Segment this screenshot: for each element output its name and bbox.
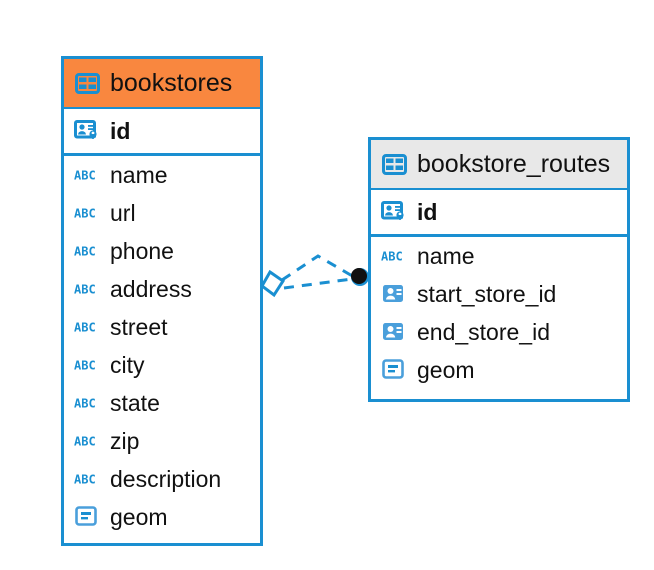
svg-text:ABC: ABC [74, 169, 96, 183]
field-label: geom [110, 503, 168, 530]
diamond-marker [260, 269, 286, 298]
field-label: geom [417, 356, 475, 383]
field-row-id[interactable]: id [371, 190, 627, 234]
target-marker-halo [351, 268, 369, 286]
field-row-description[interactable]: ABC description [64, 460, 260, 498]
field-row-zip[interactable]: ABC zip [64, 422, 260, 460]
geometry-icon [73, 505, 101, 529]
field-row-id[interactable]: id [64, 109, 260, 153]
field-row-city[interactable]: ABC city [64, 346, 260, 384]
primary-key-icon [73, 119, 101, 143]
field-row-name[interactable]: ABC name [64, 156, 260, 194]
field-row-address[interactable]: ABC address [64, 270, 260, 308]
field-row-state[interactable]: ABC state [64, 384, 260, 422]
field-label: address [110, 275, 192, 302]
header-rule [64, 107, 260, 109]
svg-text:ABC: ABC [74, 245, 96, 259]
text-abc-icon: ABC [380, 244, 408, 268]
field-row-geom[interactable]: geom [64, 498, 260, 536]
field-label: city [110, 351, 145, 378]
svg-text:ABC: ABC [74, 321, 96, 335]
primary-key-divider [371, 234, 627, 237]
field-label: phone [110, 237, 174, 264]
relationship-line-lower [283, 277, 353, 290]
relationship-line-upper [281, 254, 355, 282]
field-label: zip [110, 427, 140, 454]
svg-text:ABC: ABC [74, 207, 96, 221]
text-abc-icon: ABC [73, 277, 101, 301]
field-label: name [417, 242, 475, 269]
text-abc-icon: ABC [73, 315, 101, 339]
filled-circle-marker [351, 268, 367, 284]
entity-title: bookstores [110, 68, 233, 97]
header-rule [371, 188, 627, 190]
field-row-start-store-id[interactable]: start_store_id [371, 275, 627, 313]
foreign-key-icon [380, 320, 408, 344]
entity-header-bookstores[interactable]: bookstores [64, 59, 260, 107]
field-label: start_store_id [417, 280, 557, 307]
primary-key-divider [64, 153, 260, 156]
svg-text:ABC: ABC [74, 283, 96, 297]
svg-text:ABC: ABC [74, 397, 96, 411]
field-label: street [110, 313, 168, 340]
text-abc-icon: ABC [73, 467, 101, 491]
foreign-key-icon [380, 282, 408, 306]
text-abc-icon: ABC [73, 201, 101, 225]
field-row-end-store-id[interactable]: end_store_id [371, 313, 627, 351]
text-abc-icon: ABC [73, 353, 101, 377]
svg-text:ABC: ABC [74, 435, 96, 449]
primary-key-icon [380, 200, 408, 224]
field-label: id [417, 198, 438, 225]
entity-table-bookstore-routes[interactable]: bookstore_routes [368, 137, 630, 402]
field-label: url [110, 199, 136, 226]
text-abc-icon: ABC [73, 163, 101, 187]
field-label: id [110, 117, 131, 144]
field-list-bookstore-routes: id ABC name [371, 190, 627, 389]
field-row-name[interactable]: ABC name [371, 237, 627, 275]
field-row-street[interactable]: ABC street [64, 308, 260, 346]
field-label: state [110, 389, 160, 416]
table-icon [73, 71, 101, 95]
field-row-phone[interactable]: ABC phone [64, 232, 260, 270]
field-row-url[interactable]: ABC url [64, 194, 260, 232]
svg-text:ABC: ABC [74, 473, 96, 487]
geometry-icon [380, 358, 408, 382]
svg-text:ABC: ABC [381, 250, 403, 264]
field-list-bookstores: id ABC name ABC url [64, 109, 260, 536]
entity-header-bookstore-routes[interactable]: bookstore_routes [371, 140, 627, 188]
entity-title: bookstore_routes [417, 149, 611, 178]
svg-text:ABC: ABC [74, 359, 96, 373]
field-label: name [110, 161, 168, 188]
field-label: end_store_id [417, 318, 550, 345]
text-abc-icon: ABC [73, 391, 101, 415]
text-abc-icon: ABC [73, 429, 101, 453]
table-icon [380, 152, 408, 176]
entity-table-bookstores[interactable]: bookstores [61, 56, 263, 546]
field-label: description [110, 465, 222, 492]
text-abc-icon: ABC [73, 239, 101, 263]
field-row-geom[interactable]: geom [371, 351, 627, 389]
